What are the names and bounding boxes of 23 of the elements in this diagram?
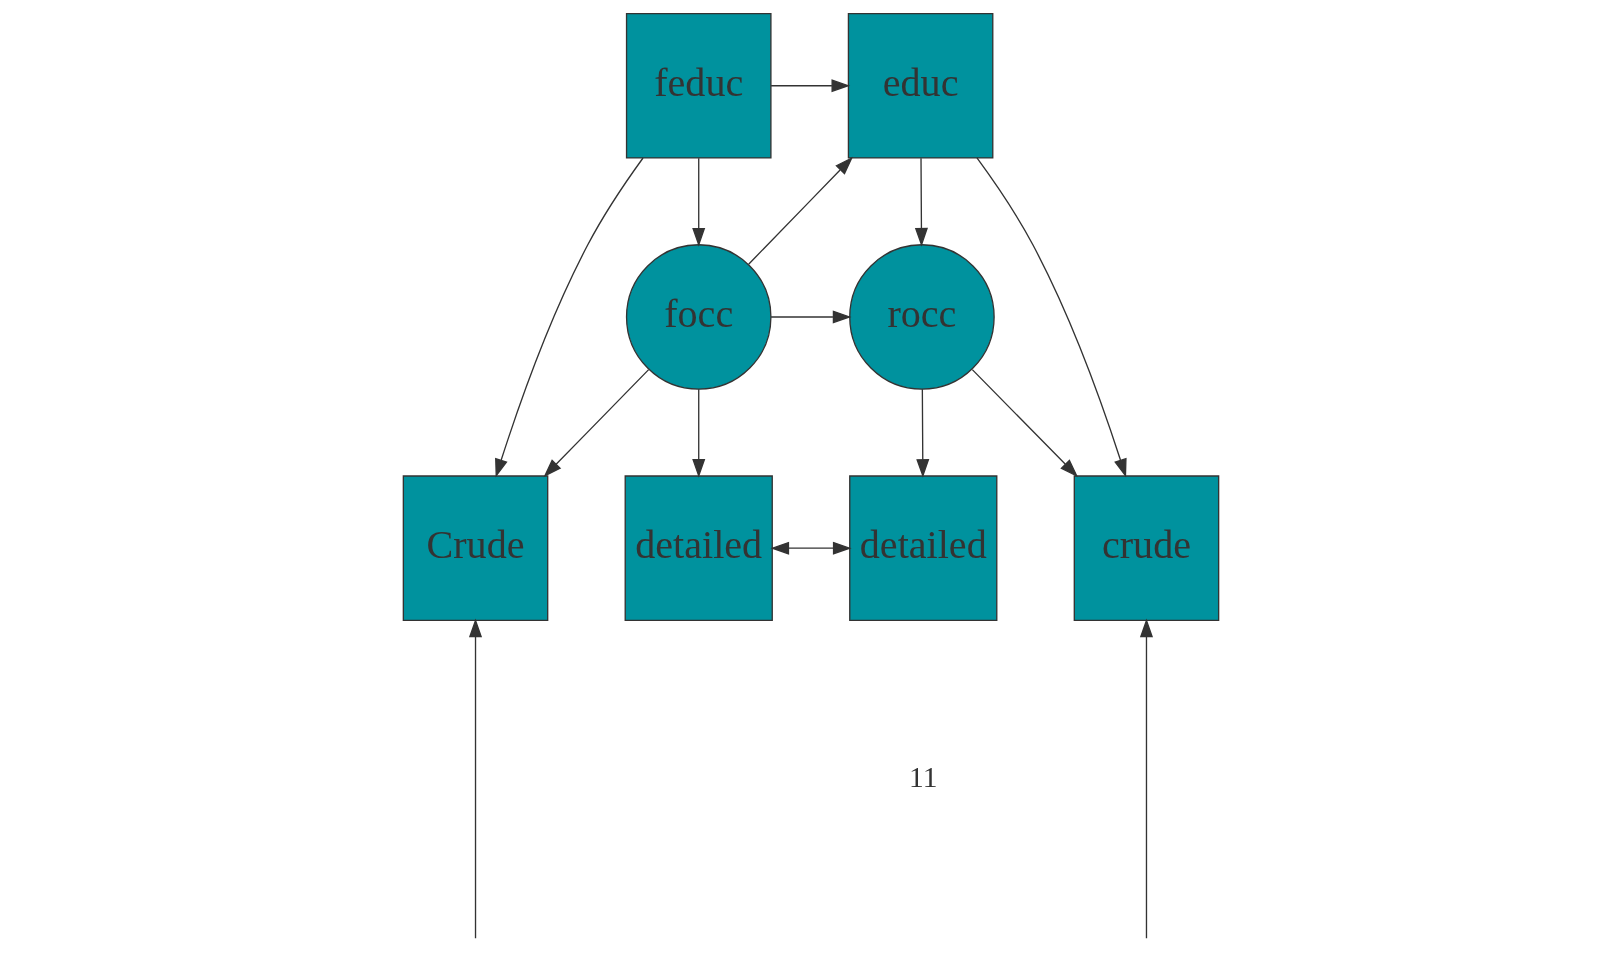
node-box: Crude: [402, 475, 548, 622]
node-box: crude: [1073, 475, 1219, 622]
arrow: [747, 156, 853, 265]
label: 11: [908, 760, 937, 793]
arrow: [769, 310, 851, 324]
arrow: [769, 79, 850, 93]
arrow: [769, 541, 852, 555]
node-box: feduc: [625, 12, 772, 159]
node-circle: rocc: [848, 244, 995, 390]
arrow: [1139, 618, 1153, 939]
arrow: [691, 157, 705, 247]
node-box: detailed: [848, 475, 997, 622]
arrow: [975, 157, 1127, 478]
arrow: [971, 368, 1078, 478]
node-circle: focc: [625, 244, 772, 390]
arrow: [914, 157, 928, 247]
arrow: [468, 618, 482, 939]
arrow: [494, 157, 644, 478]
arrow: [691, 388, 705, 478]
arrow: [915, 388, 929, 478]
node-box: detailed: [624, 475, 773, 622]
node-box: educ: [847, 12, 993, 159]
arrow: [543, 368, 649, 478]
